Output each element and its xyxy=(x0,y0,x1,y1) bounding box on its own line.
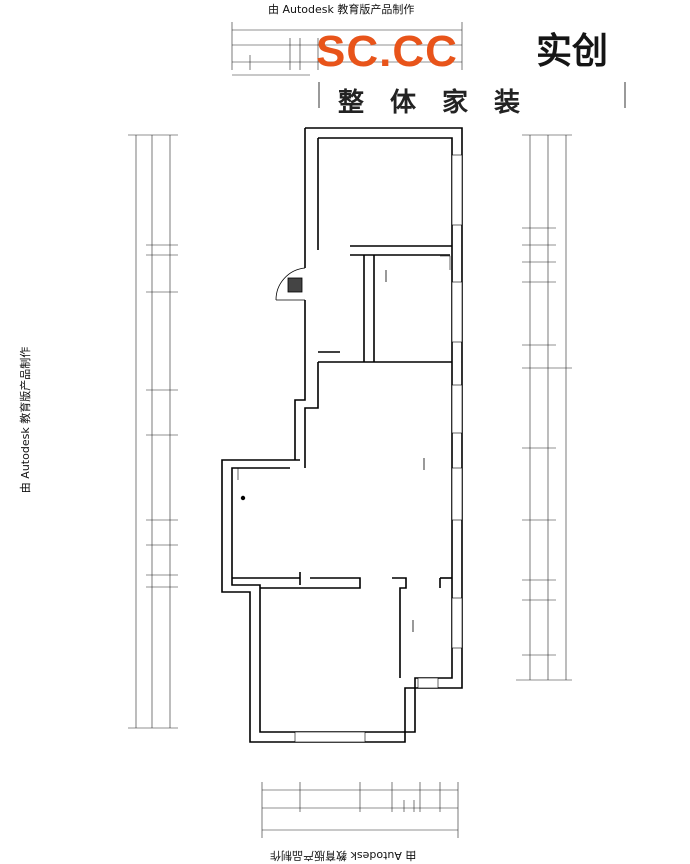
right-dimensions xyxy=(516,134,572,681)
logo-text-shichuang: 实创 xyxy=(536,31,609,72)
top-dimensions xyxy=(231,22,463,76)
logo-divider-left xyxy=(318,82,320,108)
logo-subtitle: 整体家装 xyxy=(338,88,547,118)
company-logo: SC.CC 实创 整体家装 xyxy=(316,27,628,118)
watermark-top: 由 Autodesk 教育版产品制作 xyxy=(268,3,415,16)
bottom-dimensions xyxy=(261,782,459,838)
windows xyxy=(294,154,463,743)
fixture-marker xyxy=(240,495,246,501)
logo-text-sc-cc: SC.CC xyxy=(316,27,458,76)
walls xyxy=(221,127,463,743)
left-dimensions xyxy=(128,134,178,729)
utility-door-swing xyxy=(440,255,451,270)
entrance-door xyxy=(275,267,306,301)
elevation-markers xyxy=(385,270,425,632)
logo-divider-right xyxy=(624,82,626,108)
